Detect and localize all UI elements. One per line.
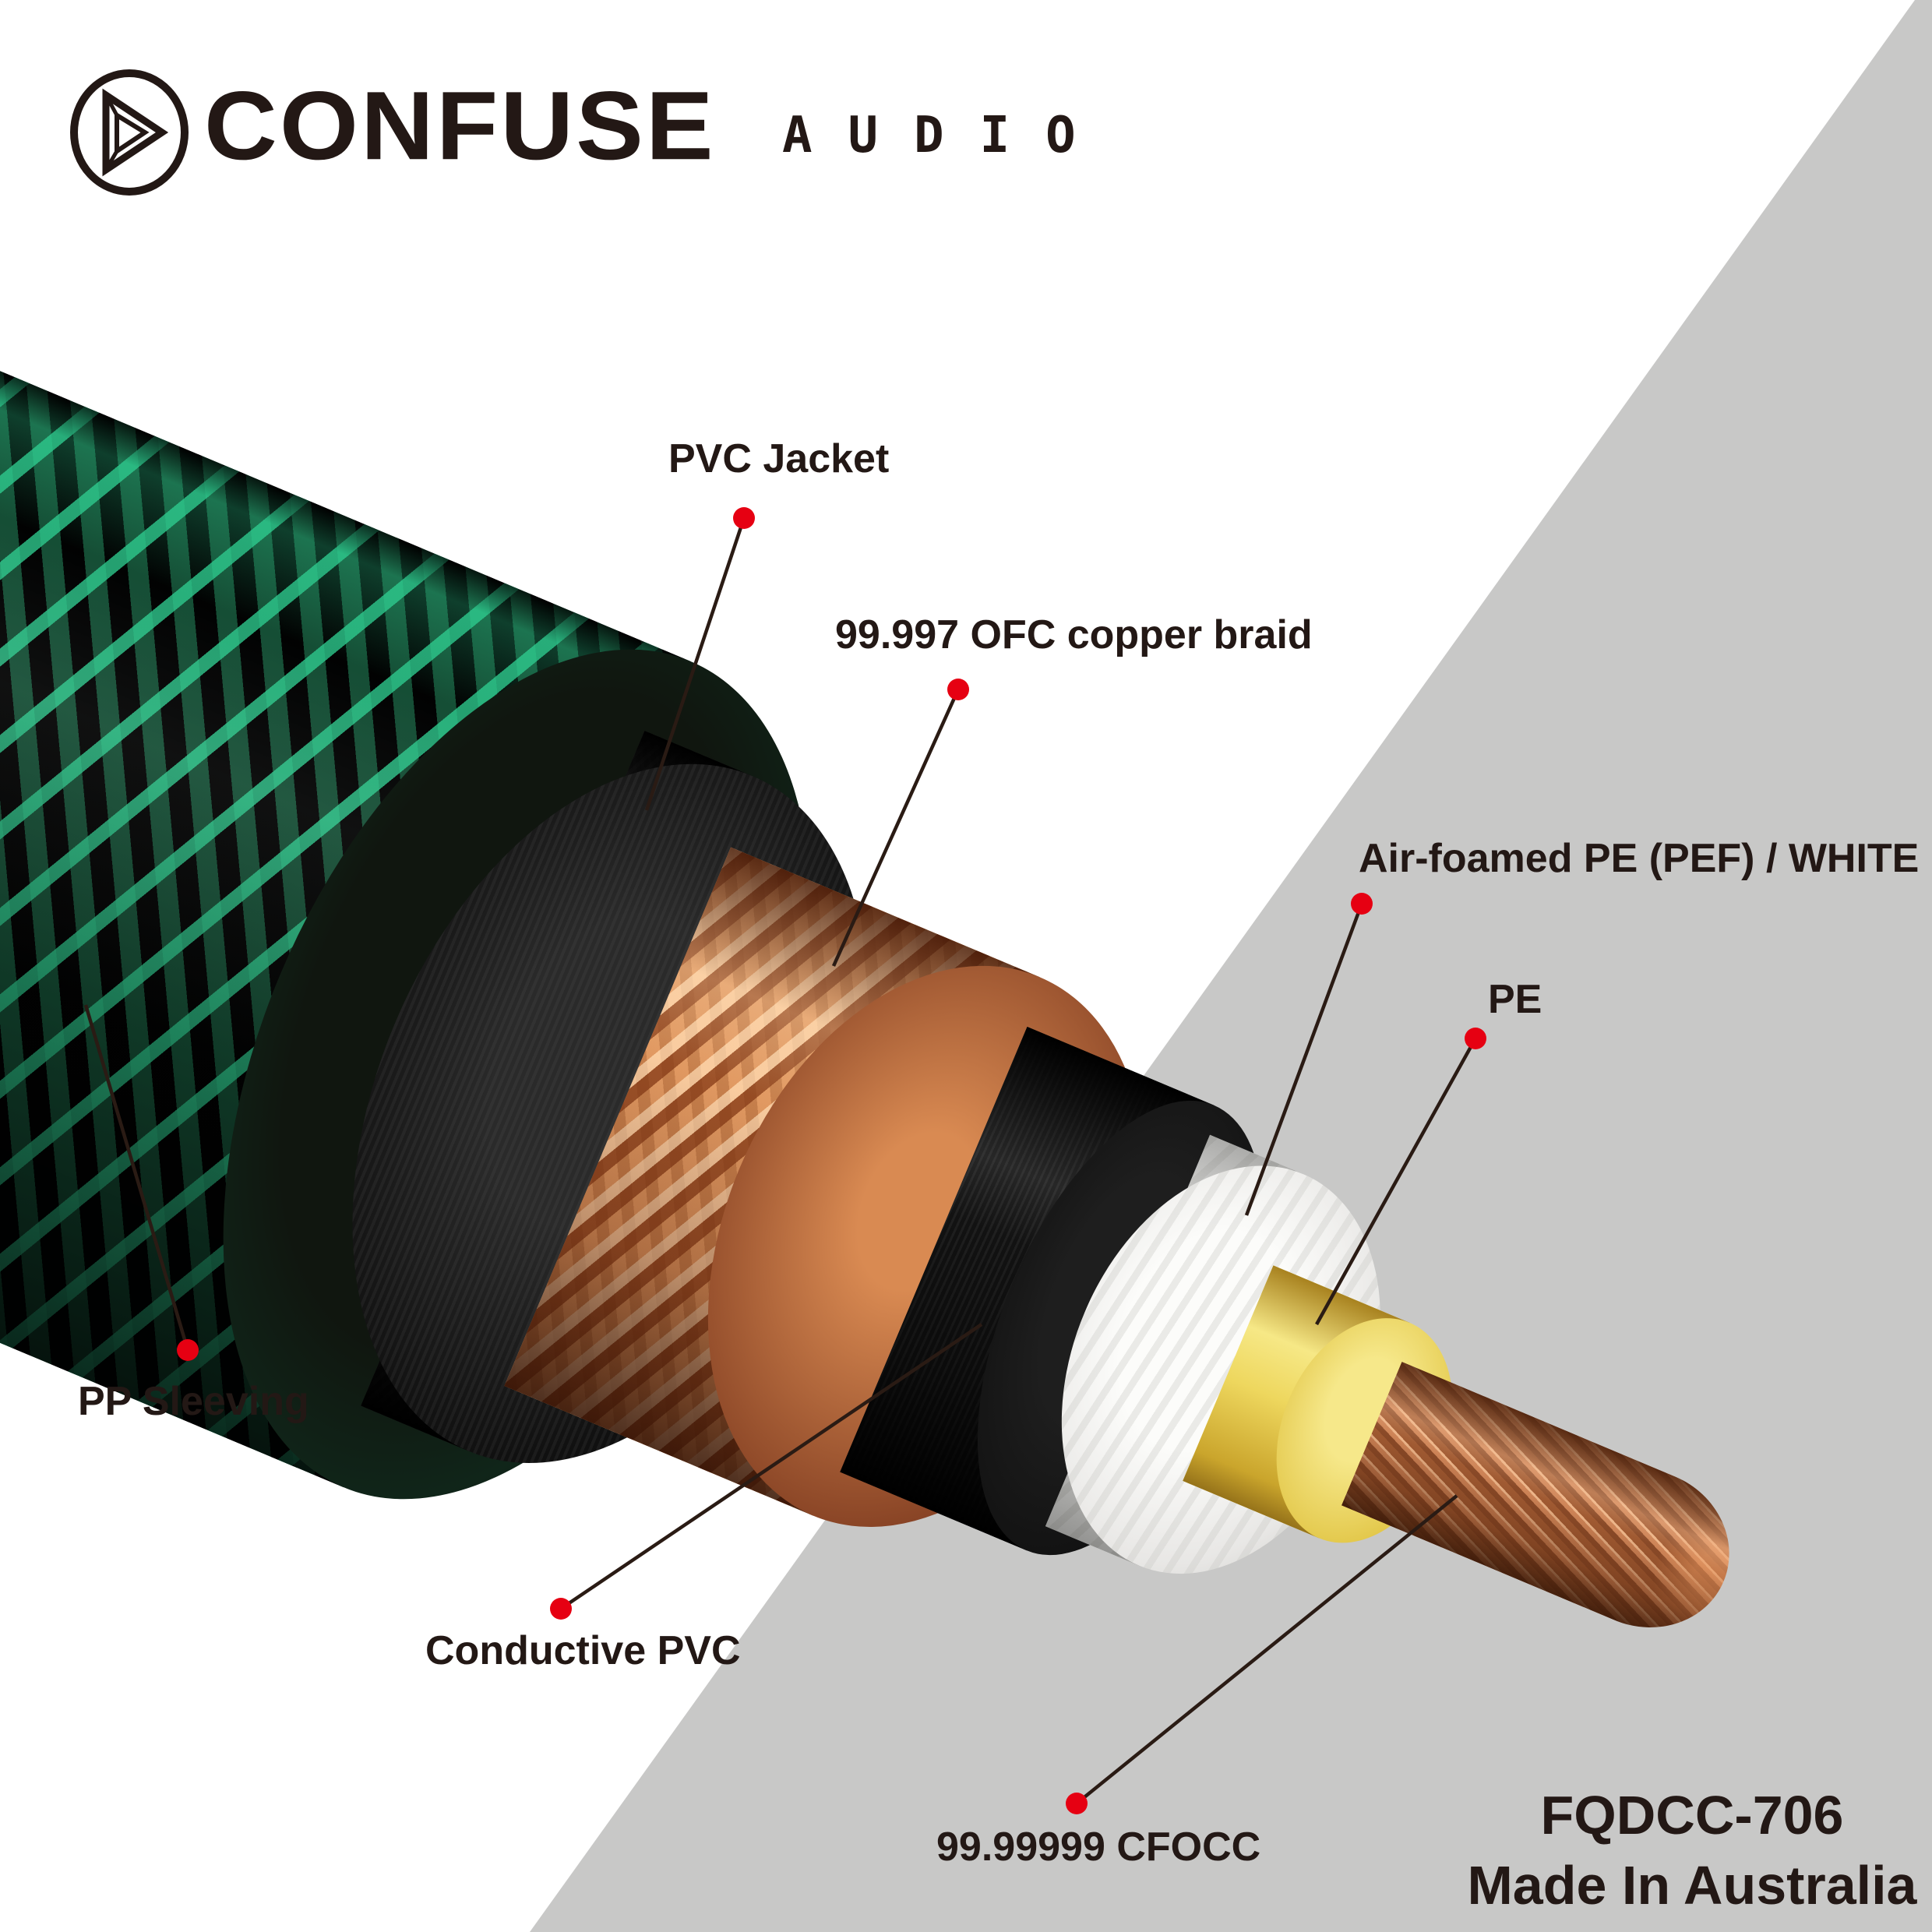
leader-pe bbox=[1315, 1028, 1486, 1326]
leader-dot-cfocc bbox=[1066, 1793, 1088, 1814]
label-pe: PE bbox=[1488, 977, 1542, 1022]
label-pvc-jacket: PVC Jacket bbox=[668, 436, 890, 481]
label-cfocc: 99.99999 CFOCC bbox=[936, 1824, 1261, 1870]
leader-pp-sleeving bbox=[83, 1004, 199, 1361]
leader-cfocc bbox=[1066, 1494, 1458, 1814]
brand-logo-icon bbox=[70, 69, 189, 196]
label-pp-sleeving: PP Sleeving bbox=[78, 1379, 309, 1424]
product-info: FQDCC-706 Made In Australia bbox=[1458, 1781, 1926, 1920]
product-model: FQDCC-706 bbox=[1540, 1785, 1844, 1846]
leader-dot-pp-sleeving bbox=[177, 1339, 199, 1361]
leader-dot-conductive-pvc bbox=[550, 1598, 572, 1620]
leader-dot-air-foamed-pe bbox=[1351, 893, 1373, 915]
leader-conductive-pvc bbox=[550, 1323, 983, 1620]
leader-dot-copper-braid bbox=[947, 679, 969, 700]
brand-header: CONFUSE AUDIO bbox=[0, 0, 1246, 234]
brand-suffix: AUDIO bbox=[782, 107, 1112, 164]
product-origin: Made In Australia bbox=[1467, 1854, 1917, 1916]
label-air-foamed-pe: Air-foamed PE (PEF) / WHITE bbox=[1359, 836, 1920, 881]
leader-air-foamed-pe bbox=[1244, 893, 1373, 1216]
leader-pvc-jacket bbox=[644, 507, 755, 811]
leader-dot-pvc-jacket bbox=[733, 507, 755, 529]
label-conductive-pvc: Conductive PVC bbox=[425, 1628, 741, 1673]
brand-name: CONFUSE bbox=[204, 70, 716, 181]
label-copper-braid: 99.997 OFC copper braid bbox=[835, 612, 1313, 658]
leader-dot-pe bbox=[1465, 1028, 1486, 1049]
leader-copper-braid bbox=[831, 679, 969, 967]
